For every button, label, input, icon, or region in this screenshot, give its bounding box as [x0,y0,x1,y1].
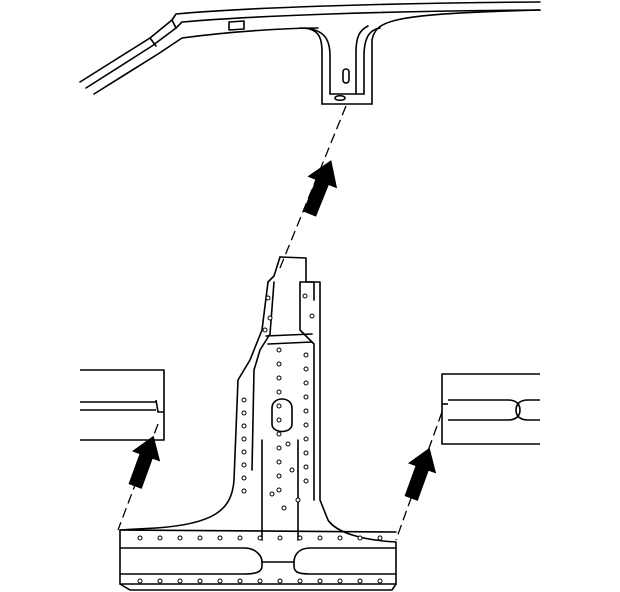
weld-hole [276,417,282,423]
weld-hole [197,535,203,541]
weld-hole [217,578,223,584]
weld-hole [281,505,287,511]
weld-hole [317,535,323,541]
weld-hole [303,436,309,442]
upper-pillar-arrow [303,160,338,217]
weld-hole [289,467,295,473]
weld-hole [337,535,343,541]
weld-hole [303,394,309,400]
weld-hole [241,410,247,416]
weld-hole [241,423,247,429]
weld-hole [357,535,363,541]
weld-hole [377,578,383,584]
weld-hole [337,578,343,584]
weld-hole [303,408,309,414]
weld-hole [303,450,309,456]
weld-hole [276,487,282,493]
weld-hole [177,578,183,584]
weld-hole [257,535,263,541]
weld-hole [241,397,247,403]
weld-hole [276,403,282,409]
weld-hole [303,464,309,470]
weld-hole [357,578,363,584]
weld-hole [303,478,309,484]
weld-hole [303,422,309,428]
weld-hole [276,347,282,353]
weld-hole [295,497,301,503]
weld-hole [241,462,247,468]
weld-hole [197,578,203,584]
weld-hole [241,488,247,494]
weld-hole [157,535,163,541]
rear-rocker-section [441,373,540,445]
weld-hole [309,313,315,319]
weld-hole [237,578,243,584]
weld-hole [241,475,247,481]
weld-hole [217,535,223,541]
weld-hole [285,441,291,447]
weld-hole [241,449,247,455]
weld-hole [276,445,282,451]
weld-hole [177,535,183,541]
weld-hole [277,578,283,584]
weld-hole [276,459,282,465]
weld-hole [265,295,271,301]
front-rocker-arrow [128,435,161,489]
roof-rail-with-upper-pillar [79,1,541,105]
weld-hole [303,352,309,358]
weld-hole [297,578,303,584]
weld-hole [303,366,309,372]
lower-center-pillar-with-rocker [119,256,397,591]
weld-hole [276,431,282,437]
weld-hole [303,380,309,386]
weld-hole [302,293,308,299]
front-rocker-section [80,369,165,441]
weld-hole [262,327,268,333]
weld-hole [237,535,243,541]
weld-hole [157,578,163,584]
spot-weld-holes [137,293,383,584]
weld-hole [269,491,275,497]
weld-hole [297,535,303,541]
weld-hole [377,535,383,541]
weld-hole [276,375,282,381]
weld-hole [137,535,143,541]
weld-hole [276,361,282,367]
rear-rocker-arrow [404,447,437,501]
weld-hole [241,436,247,442]
weld-hole [137,578,143,584]
weld-hole [257,578,263,584]
weld-hole [277,535,283,541]
weld-hole [276,389,282,395]
weld-hole [317,578,323,584]
weld-hole [267,315,273,321]
weld-hole [276,473,282,479]
